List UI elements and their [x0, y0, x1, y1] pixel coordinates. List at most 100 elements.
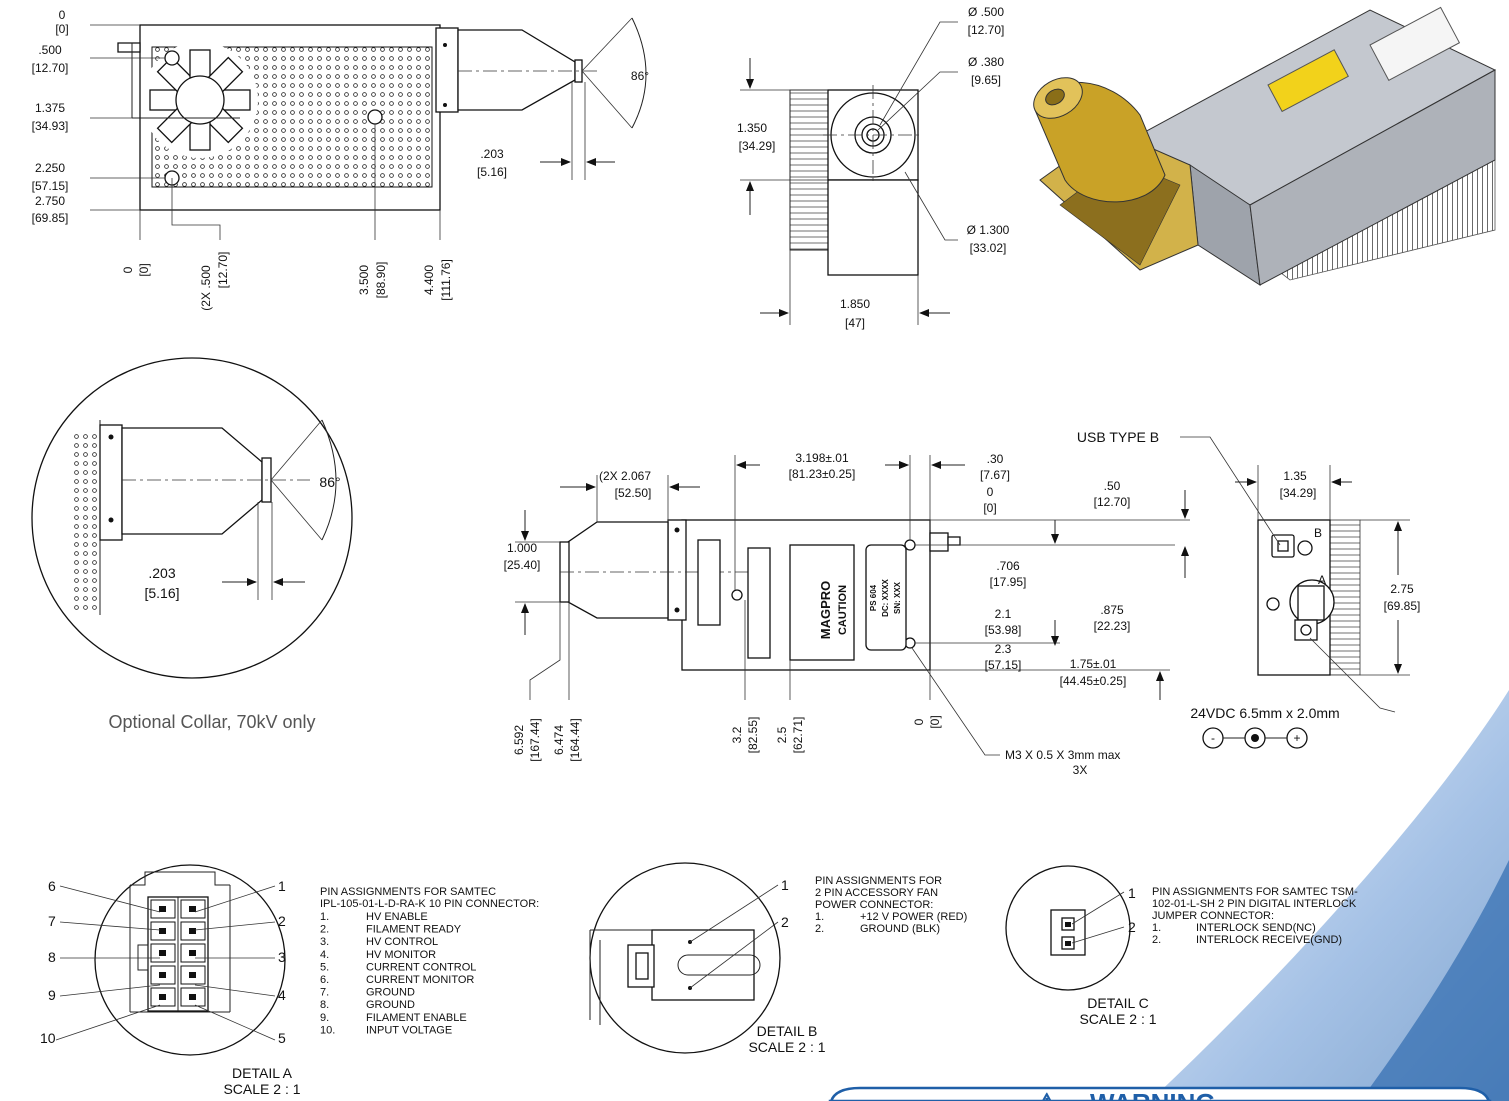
dim-6474-in: 6.474: [552, 725, 566, 755]
da-pin-1: 1: [278, 878, 286, 894]
iso-white-label: [1369, 6, 1461, 81]
fan-icon: [142, 42, 258, 158]
detail-a-item: INPUT VOLTAGE: [366, 1024, 452, 1036]
end-d3-mm: [33.02]: [970, 241, 1007, 255]
polarity-plus: +: [1293, 731, 1300, 745]
top-view-nozzle: [457, 29, 576, 111]
detail-b-header-1: PIN ASSIGNMENTS FOR: [815, 875, 942, 887]
dim-21-in: 2.1: [995, 607, 1012, 621]
da-pin-8: 8: [48, 949, 56, 965]
dim-1000-mm: [25.40]: [504, 558, 541, 572]
top-bottom-dimensions: 0 [0] (2X .500 [12.70] 3.500 [88.90] 4.4…: [121, 124, 453, 311]
right-view: B A USB TYPE B 1.35 [34.29] 2.75 [69.85]…: [1077, 429, 1421, 749]
background-swoosh-2: [1360, 860, 1509, 1101]
detail-a-item-number: 3.: [320, 936, 329, 948]
dim-bottom-0-mm: [0]: [137, 263, 151, 276]
end-view-fins: [789, 89, 829, 251]
screw-callout: M3 X 0.5 X 3mm max: [1005, 748, 1120, 762]
detail-a-item-number: 8.: [320, 999, 329, 1011]
right-w-in: 1.35: [1283, 469, 1307, 483]
db-pin-2: 2: [781, 914, 789, 930]
right-h-in: 2.75: [1390, 582, 1414, 596]
dim-30-in: .30: [987, 452, 1004, 466]
dim-175-mm: [44.45±0.25]: [1060, 674, 1127, 688]
dim-0b-mm: [0]: [928, 715, 942, 728]
detail-a-item: CURRENT MONITOR: [366, 974, 474, 986]
side-view: MAGPRO CAUTION PS 604 DC: XXXX SN: XXX 3…: [504, 451, 1190, 777]
detail-a-item-number: 1.: [320, 911, 329, 923]
end-d1-mm: [12.70]: [968, 23, 1005, 37]
detail-a-item-number: 9.: [320, 1012, 329, 1024]
detail-c-item-1-n: 1.: [1152, 922, 1161, 934]
dim-23-in: 2.3: [995, 642, 1012, 656]
dc-pin-2: 2: [1128, 919, 1136, 935]
dim-0-in: 0: [987, 485, 994, 499]
dim-1000-in: 1.000: [507, 541, 537, 555]
warning-banner: ⚠ WARNING: [828, 1086, 1492, 1101]
end-w-mm: [47]: [845, 316, 865, 330]
dim-bottom-0-in: 0: [121, 266, 135, 273]
dim-706-in: .706: [996, 559, 1020, 573]
dim-top-2750-in: 2.750: [35, 194, 65, 208]
dim-top-0-in: 0: [59, 8, 66, 22]
detail-b-item-2-n: 2.: [815, 923, 824, 935]
isometric-render: [1033, 6, 1497, 287]
collar-detail: 86° .203 [5.16]: [31, 357, 353, 679]
dim-2067-in: (2X 2.067: [599, 469, 651, 483]
screw-qty: 3X: [1073, 763, 1088, 777]
da-pin-9: 9: [48, 987, 56, 1003]
connector-pin: [189, 994, 196, 1000]
side-label-dc: DC: XXXX: [881, 578, 890, 616]
top-tip-in: .203: [480, 147, 504, 161]
dim-top-2250-mm: [57.15]: [32, 179, 69, 193]
detail-c-item-2: INTERLOCK RECEIVE(GND): [1196, 934, 1342, 946]
end-d2-in: Ø .380: [968, 55, 1004, 69]
dim-bottom-3500-mm: [88.90]: [374, 262, 388, 299]
warning-icon: ⚠: [1035, 1088, 1058, 1101]
detail-a-item: GROUND: [366, 987, 415, 999]
usb-label: USB TYPE B: [1077, 429, 1159, 445]
dim-50-in: .50: [1104, 479, 1121, 493]
side-label-caution: CAUTION: [837, 585, 849, 635]
detail-c: 1 2 DETAIL C SCALE 2 : 1 PIN ASSIGNMENTS…: [1005, 865, 1358, 1027]
dim-23-mm: [57.15]: [985, 658, 1022, 672]
end-d2-mm: [9.65]: [971, 73, 1001, 87]
dim-0b-in: 0: [912, 718, 926, 725]
end-d3-in: Ø 1.300: [967, 223, 1010, 237]
end-h-mm: [34.29]: [739, 139, 776, 153]
dim-top-500-mm: [12.70]: [32, 61, 69, 75]
detail-a-title: DETAIL A: [232, 1065, 293, 1081]
dim-top-2750-mm: [69.85]: [32, 211, 69, 225]
detail-a-item-number: 7.: [320, 987, 329, 999]
detail-c-title: DETAIL C: [1087, 995, 1148, 1011]
dc-pin-1: 1: [1128, 885, 1136, 901]
end-w-in: 1.850: [840, 297, 870, 311]
dim-2067-mm: [52.50]: [615, 486, 652, 500]
dim-top-1375-mm: [34.93]: [32, 119, 69, 133]
detail-b-item-1-n: 1.: [815, 911, 824, 923]
collar-tip-in: .203: [148, 565, 175, 581]
dim-top-1375-in: 1.375: [35, 101, 65, 115]
detail-a-header-1: PIN ASSIGNMENTS FOR SAMTEC: [320, 886, 496, 898]
mark-b: B: [1314, 526, 1322, 540]
dim-875-in: .875: [1100, 603, 1124, 617]
end-h-in: 1.350: [737, 121, 767, 135]
dim-25-in: 2.5: [775, 726, 789, 743]
dim-6592-in: 6.592: [512, 725, 526, 755]
detail-c-item-2-n: 2.: [1152, 934, 1161, 946]
dim-25-mm: [62.71]: [791, 717, 805, 754]
dim-bottom-4400-mm: [111.76]: [439, 259, 453, 301]
connector-pin: [159, 928, 166, 934]
warning-text: WARNING: [1090, 1088, 1216, 1101]
detail-b: 1 2 DETAIL B SCALE 2 : 1 PIN ASSIGNMENTS…: [589, 862, 967, 1055]
detail-a-header-2: IPL-105-01-L-D-RA-K 10 PIN CONNECTOR:: [320, 898, 539, 910]
right-h-mm: [69.85]: [1384, 599, 1421, 613]
da-pin-7: 7: [48, 913, 56, 929]
top-left-dimensions: 0 [0] .500 [12.70] 1.375 [34.93] 2.250 […: [32, 8, 165, 225]
end-d1-in: Ø .500: [968, 5, 1004, 19]
db-pin-1: 1: [781, 877, 789, 893]
dim-bottom-500-mm: [12.70]: [216, 252, 230, 289]
dim-0-mm: [0]: [983, 501, 996, 515]
detail-a-item-number: 5.: [320, 961, 329, 973]
